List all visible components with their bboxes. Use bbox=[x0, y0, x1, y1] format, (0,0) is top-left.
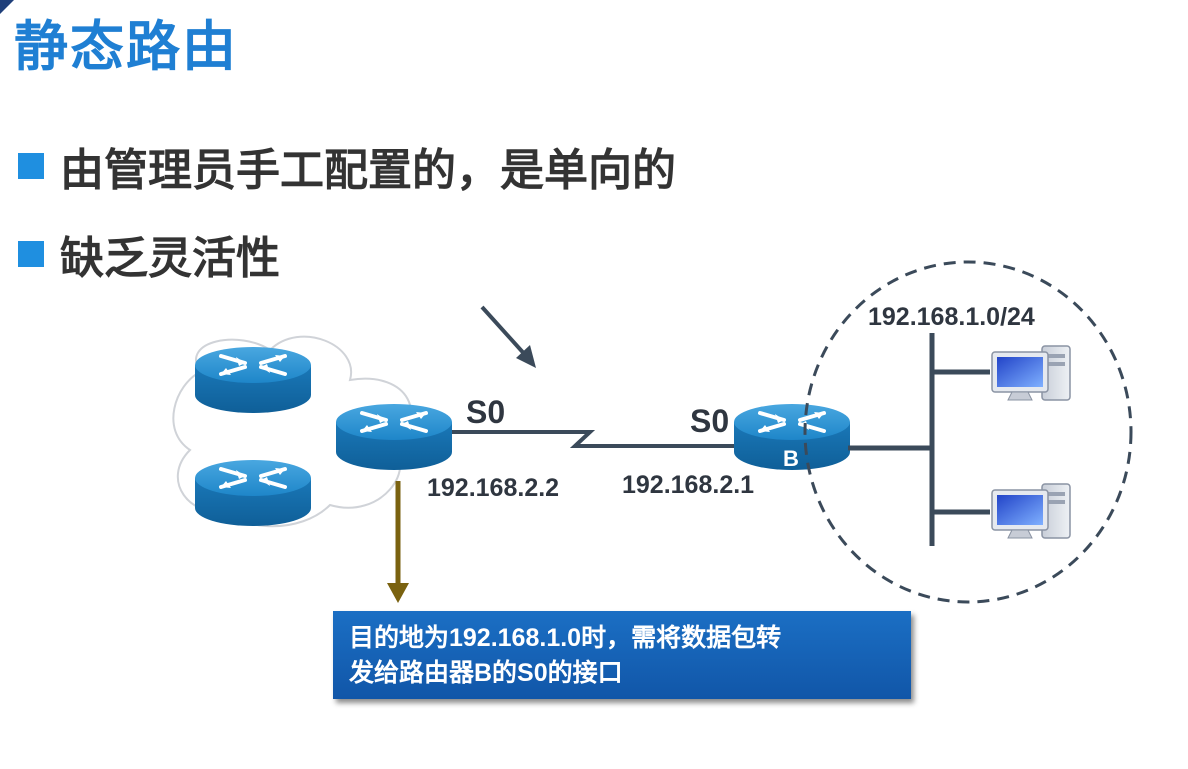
route-note-line-1: 目的地为192.168.1.0时，需将数据包转 bbox=[349, 624, 782, 652]
router-icon bbox=[193, 458, 313, 528]
right-interface-label: S0 bbox=[690, 403, 730, 439]
lan-boundary bbox=[803, 260, 1133, 604]
bullet-item-1: 由管理员手工配置的，是单向的 bbox=[18, 134, 676, 198]
network-label: 192.168.1.0/24 bbox=[868, 303, 1035, 331]
slide-title: 静态路由 bbox=[14, 17, 238, 77]
right-ip-label: 192.168.2.1 bbox=[622, 471, 755, 499]
route-note-line-2: 发给路由器B的S0的接口 bbox=[349, 659, 623, 687]
corner-decoration bbox=[0, 0, 14, 14]
bullet-item-2: 缺乏灵活性 bbox=[18, 222, 280, 286]
lan-bus bbox=[848, 333, 990, 546]
route-note-box: 目的地为192.168.1.0时，需将数据包转 发给路由器B的S0的接口 bbox=[333, 611, 911, 699]
pc-icon bbox=[991, 345, 1071, 401]
bullet-text: 由管理员手工配置的，是单向的 bbox=[60, 146, 676, 195]
router-b-label: B bbox=[783, 446, 799, 471]
pointer-arrow-icon bbox=[480, 305, 536, 368]
bullet-square-icon bbox=[18, 153, 44, 179]
router-a-icon bbox=[334, 402, 454, 472]
bullet-square-icon bbox=[18, 241, 44, 267]
left-interface-label: S0 bbox=[466, 394, 506, 430]
serial-link bbox=[452, 430, 738, 448]
left-ip-label: 192.168.2.2 bbox=[427, 474, 560, 502]
pc-icon bbox=[991, 483, 1071, 539]
down-arrow-icon bbox=[387, 481, 409, 603]
bullet-text: 缺乏灵活性 bbox=[60, 234, 280, 283]
router-icon bbox=[193, 345, 313, 415]
